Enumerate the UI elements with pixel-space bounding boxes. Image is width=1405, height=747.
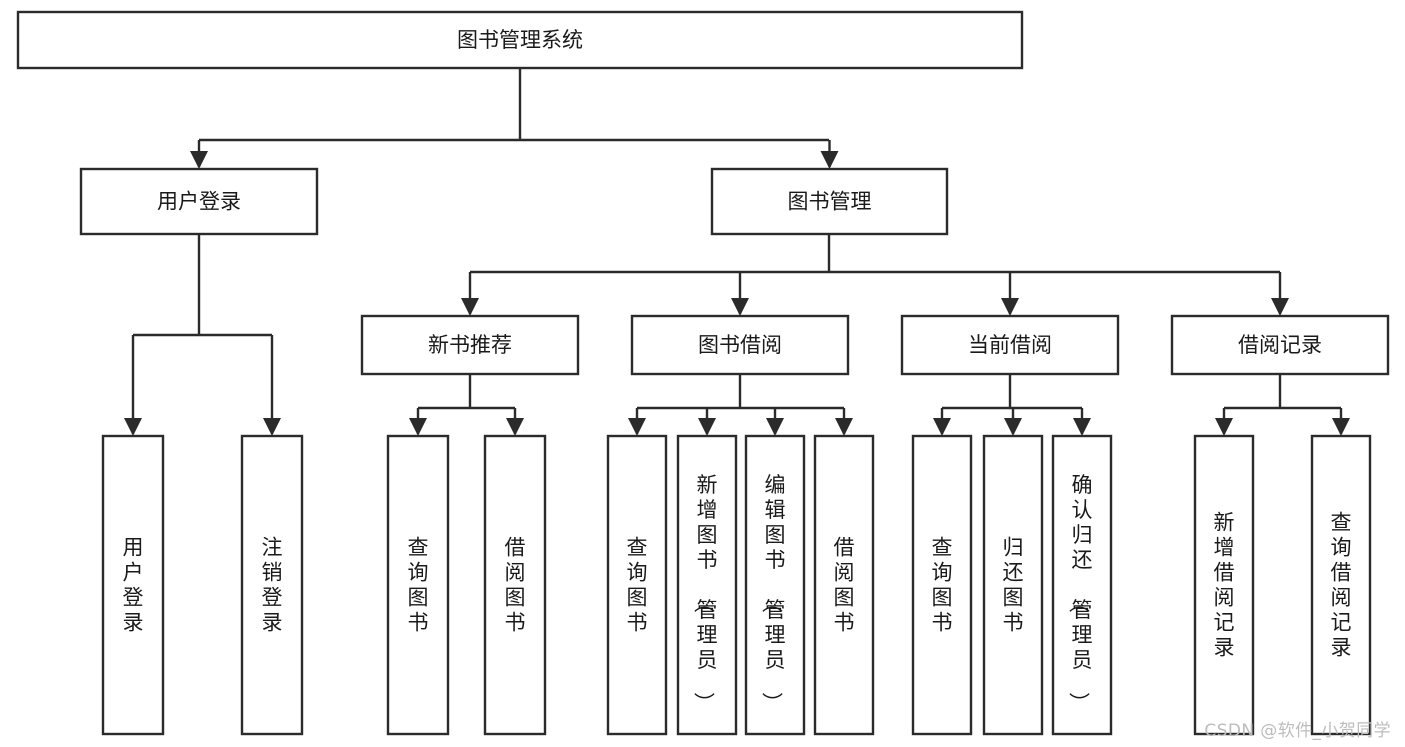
node-label-current-borrow: 当前借阅	[968, 333, 1052, 357]
node-box-current-borrow[interactable]	[900, 314, 1120, 376]
arrow-leaf-query-book-3	[933, 418, 951, 436]
node-label-leaf-borrow-book-2: 借阅图书	[834, 536, 855, 635]
arrow-leaf-add-book-admin	[698, 418, 716, 436]
node-box-borrow-record[interactable]	[1170, 314, 1390, 376]
arrow-leaf-query-book-1	[409, 418, 427, 436]
node-leaf-edit-book-admin[interactable]: 编辑图书（管理员）	[744, 434, 806, 736]
node-new-book-recommend[interactable]: 新书推荐	[360, 314, 580, 376]
node-label-new-book-recommend: 新书推荐	[428, 333, 512, 357]
arrow-heads	[124, 151, 1350, 436]
node-label-leaf-query-borrow-record: 查询借阅记录	[1331, 511, 1352, 660]
node-root[interactable]: 图书管理系统	[16, 10, 1024, 70]
node-label-leaf-query-book-1: 查询图书	[408, 536, 429, 635]
node-book-manage[interactable]: 图书管理	[710, 167, 949, 236]
watermark-text: CSDN @软件_小贺同学	[1204, 721, 1391, 741]
node-label-leaf-user-login: 用户登录	[123, 536, 144, 635]
node-box-leaf-add-book-admin[interactable]	[676, 434, 738, 736]
node-label-leaf-query-book-3: 查询图书	[932, 536, 953, 635]
node-box-user-login[interactable]	[79, 167, 319, 236]
node-leaf-confirm-return-admin[interactable]: 确认归还（管理员）	[1051, 434, 1113, 736]
node-label-leaf-logout-login: 注销登录	[262, 536, 283, 635]
arrow-new-book-recommend	[461, 298, 479, 316]
node-leaf-add-book-admin[interactable]: 新增图书（管理员）	[676, 434, 738, 736]
arrow-leaf-add-borrow-record	[1215, 418, 1233, 436]
node-box-leaf-query-borrow-record[interactable]	[1310, 434, 1372, 736]
node-label-root: 图书管理系统	[457, 28, 583, 52]
node-box-leaf-confirm-return-admin[interactable]	[1051, 434, 1113, 736]
node-label-book-borrow: 图书借阅	[698, 333, 782, 357]
node-book-borrow[interactable]: 图书借阅	[630, 314, 850, 376]
node-leaf-add-borrow-record[interactable]: 新增借阅记录	[1193, 434, 1255, 736]
arrow-leaf-query-borrow-record	[1332, 418, 1350, 436]
node-box-leaf-borrow-book-2[interactable]	[813, 434, 875, 736]
node-label-borrow-record: 借阅记录	[1238, 333, 1322, 357]
node-box-leaf-borrow-book-1[interactable]	[483, 434, 547, 736]
node-leaf-borrow-book-1[interactable]: 借阅图书	[483, 434, 547, 736]
node-leaf-query-borrow-record[interactable]: 查询借阅记录	[1310, 434, 1372, 736]
node-label-leaf-add-borrow-record: 新增借阅记录	[1214, 511, 1235, 660]
node-box-leaf-edit-book-admin[interactable]	[744, 434, 806, 736]
node-box-leaf-query-book-3[interactable]	[911, 434, 973, 736]
arrow-leaf-borrow-book-2	[835, 418, 853, 436]
arrow-leaf-query-book-2	[628, 418, 646, 436]
node-label-leaf-add-book-admin: 新增图书（管理员）	[692, 473, 718, 713]
node-current-borrow[interactable]: 当前借阅	[900, 314, 1120, 376]
node-leaf-query-book-3[interactable]: 查询图书	[911, 434, 973, 736]
arrow-user-login	[190, 151, 208, 169]
node-leaf-query-book-2[interactable]: 查询图书	[606, 434, 668, 736]
node-box-book-borrow[interactable]	[630, 314, 850, 376]
arrow-leaf-borrow-book-1	[506, 418, 524, 436]
node-box-new-book-recommend[interactable]	[360, 314, 580, 376]
arrow-leaf-confirm-return-admin	[1073, 418, 1091, 436]
node-box-leaf-query-book-2[interactable]	[606, 434, 668, 736]
arrow-leaf-edit-book-admin	[766, 418, 784, 436]
node-box-book-manage[interactable]	[710, 167, 949, 236]
arrow-book-manage	[820, 151, 839, 169]
node-boxes: 图书管理系统用户登录图书管理新书推荐图书借阅当前借阅借阅记录用户登录注销登录查询…	[16, 10, 1390, 736]
node-box-root[interactable]	[16, 10, 1024, 70]
arrow-borrow-record	[1271, 298, 1289, 316]
arrow-leaf-user-login	[124, 418, 142, 436]
node-box-leaf-return-book[interactable]	[982, 434, 1044, 736]
node-leaf-return-book[interactable]: 归还图书	[982, 434, 1044, 736]
arrow-book-borrow	[731, 298, 749, 316]
node-label-book-manage: 图书管理	[788, 190, 872, 214]
node-box-leaf-query-book-1[interactable]	[386, 434, 450, 736]
node-label-user-login: 用户登录	[157, 190, 241, 214]
node-label-leaf-query-book-2: 查询图书	[627, 536, 648, 635]
arrow-leaf-return-book	[1004, 418, 1022, 436]
node-box-leaf-logout-login[interactable]	[240, 434, 304, 736]
node-user-login[interactable]: 用户登录	[79, 167, 319, 236]
node-leaf-query-book-1[interactable]: 查询图书	[386, 434, 450, 736]
arrow-current-borrow	[1001, 298, 1019, 316]
node-label-leaf-edit-book-admin: 编辑图书（管理员）	[760, 473, 786, 713]
connector-lines	[131, 68, 1343, 434]
node-label-leaf-confirm-return-admin: 确认归还（管理员）	[1067, 473, 1093, 713]
node-box-leaf-user-login[interactable]	[101, 434, 165, 736]
node-borrow-record[interactable]: 借阅记录	[1170, 314, 1390, 376]
arrow-leaf-logout-login	[263, 418, 281, 436]
node-label-leaf-borrow-book-1: 借阅图书	[505, 536, 526, 635]
node-leaf-user-login[interactable]: 用户登录	[101, 434, 165, 736]
node-label-leaf-return-book: 归还图书	[1003, 536, 1024, 635]
node-leaf-logout-login[interactable]: 注销登录	[240, 434, 304, 736]
node-leaf-borrow-book-2[interactable]: 借阅图书	[813, 434, 875, 736]
node-box-leaf-add-borrow-record[interactable]	[1193, 434, 1255, 736]
